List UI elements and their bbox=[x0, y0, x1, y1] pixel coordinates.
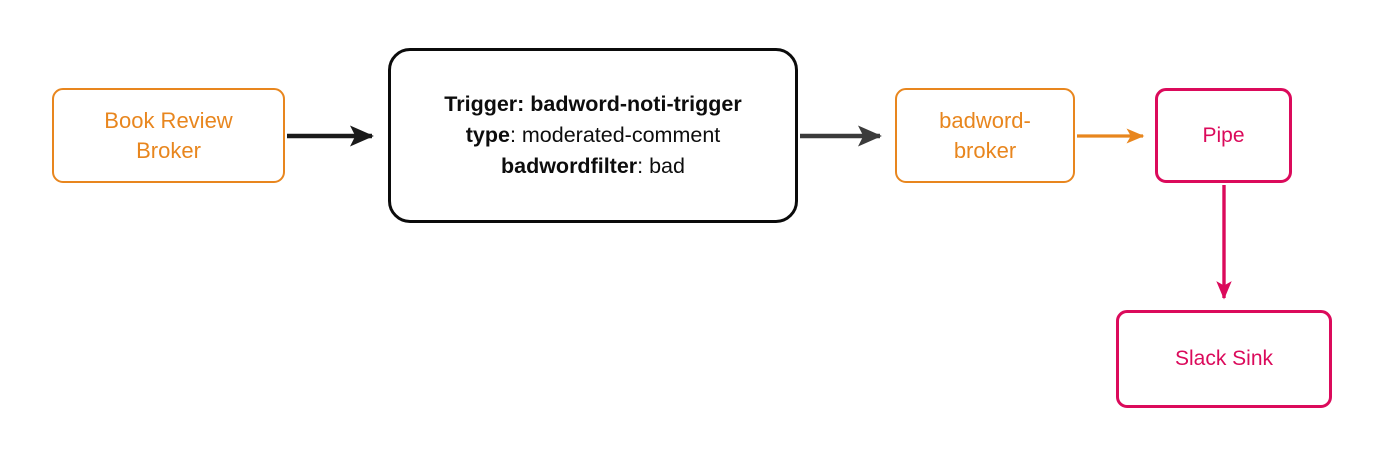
node-book-review-broker-label: Book Review Broker bbox=[104, 108, 233, 163]
node-badword-broker[interactable]: badword- broker bbox=[895, 88, 1075, 183]
trigger-text-block: Trigger: badword-noti-trigger type: mode… bbox=[422, 89, 763, 182]
trigger-badwordfilter-value: : bad bbox=[637, 153, 685, 178]
node-slack-sink-label: Slack Sink bbox=[1174, 347, 1274, 371]
trigger-type-key: type bbox=[465, 123, 510, 148]
node-badword-broker-label: badword- broker bbox=[939, 108, 1031, 163]
trigger-badwordfilter-key: badwordfilter bbox=[500, 153, 638, 178]
node-slack-sink[interactable]: Slack Sink bbox=[1116, 310, 1332, 408]
node-pipe-label: Pipe bbox=[1202, 123, 1245, 147]
node-trigger[interactable]: Trigger: badword-noti-trigger type: mode… bbox=[388, 48, 798, 223]
node-book-review-broker[interactable]: Book Review Broker bbox=[52, 88, 285, 183]
trigger-line-type: type: moderated-comment bbox=[444, 120, 741, 151]
trigger-name-key: Trigger: bbox=[444, 92, 525, 117]
trigger-type-value: : moderated-comment bbox=[509, 123, 721, 148]
trigger-name-value: badword-noti-trigger bbox=[524, 92, 742, 117]
trigger-line-name: Trigger: badword-noti-trigger bbox=[444, 89, 741, 120]
node-pipe[interactable]: Pipe bbox=[1155, 88, 1292, 183]
trigger-line-badwordfilter: badwordfilter: bad bbox=[444, 151, 741, 182]
